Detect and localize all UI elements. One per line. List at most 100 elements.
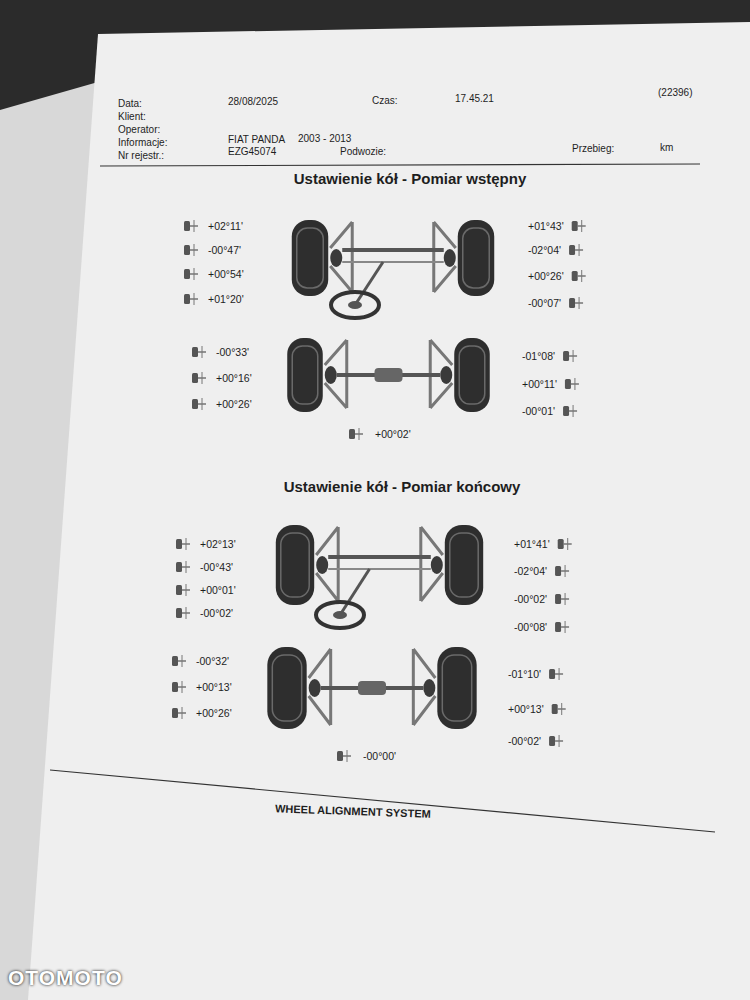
icon-wheel bbox=[555, 594, 561, 604]
icon-wheel bbox=[184, 294, 190, 304]
header-field: Przebieg: bbox=[572, 143, 614, 155]
angle-value: -00°08' bbox=[514, 621, 547, 633]
icon-wheel bbox=[184, 221, 190, 231]
icon-mark bbox=[573, 350, 574, 362]
icon-mark bbox=[182, 707, 183, 719]
icon-mark bbox=[359, 428, 360, 440]
angle-icon bbox=[555, 621, 569, 633]
axle-drawings bbox=[267, 220, 494, 729]
angle-value: -00°02' bbox=[514, 593, 547, 605]
footer-rule bbox=[50, 770, 715, 832]
icon-wheel bbox=[184, 245, 190, 255]
icon-mark bbox=[581, 270, 582, 282]
tire bbox=[292, 220, 328, 296]
angle-icon bbox=[184, 268, 198, 280]
icon-wheel bbox=[184, 269, 190, 279]
icon-wheel bbox=[569, 298, 575, 308]
icon-mark bbox=[194, 220, 195, 232]
angle-value: -00°02' bbox=[508, 735, 541, 747]
angle-icon bbox=[172, 681, 186, 693]
tire bbox=[458, 220, 494, 296]
paper-sheet bbox=[28, 22, 750, 1000]
tire bbox=[454, 338, 490, 412]
header-field: Informacje: bbox=[118, 137, 167, 149]
differential bbox=[375, 368, 403, 382]
angle-value: +00°26' bbox=[528, 270, 564, 282]
angle-icon bbox=[565, 378, 579, 390]
icon-mark bbox=[579, 244, 580, 256]
icon-mark bbox=[565, 565, 566, 577]
differential bbox=[358, 681, 386, 695]
tread bbox=[459, 346, 485, 404]
angle-icon bbox=[569, 297, 583, 309]
icon-wheel bbox=[176, 562, 182, 572]
angle-value: +00°26' bbox=[196, 707, 232, 719]
section-heading: Ustawienie kół - Pomiar końcowy bbox=[284, 478, 521, 495]
angle-icon bbox=[337, 750, 351, 762]
icon-mark bbox=[561, 703, 562, 715]
angle-value: +02°13' bbox=[200, 538, 236, 550]
angle-value: -02°04' bbox=[528, 244, 561, 256]
tire bbox=[267, 647, 306, 729]
angle-icon bbox=[572, 270, 586, 282]
icon-wheel bbox=[172, 682, 178, 692]
icon-wheel bbox=[555, 566, 561, 576]
icon-wheel bbox=[192, 373, 198, 383]
header-field: 28/08/2025 bbox=[228, 96, 278, 108]
header-field: Nr rejestr.: bbox=[118, 150, 164, 162]
icon-mark bbox=[202, 346, 203, 358]
angle-icon bbox=[184, 293, 198, 305]
angle-value: -00°07' bbox=[528, 297, 561, 309]
icon-mark bbox=[565, 621, 566, 633]
icon-mark bbox=[194, 268, 195, 280]
steering-hub bbox=[333, 611, 347, 619]
front-axle bbox=[276, 525, 483, 628]
hub bbox=[423, 679, 435, 697]
icon-wheel bbox=[572, 271, 578, 281]
angle-value: -00°43' bbox=[200, 561, 233, 573]
icon-mark bbox=[186, 561, 187, 573]
hub bbox=[444, 249, 456, 267]
angle-icon bbox=[349, 428, 363, 440]
angle-value: +00°13' bbox=[508, 703, 544, 715]
icon-mark bbox=[186, 538, 187, 550]
angle-value: -02°04' bbox=[514, 565, 547, 577]
header-field: Data: bbox=[118, 98, 142, 110]
steering-column bbox=[340, 569, 370, 615]
icon-wheel bbox=[569, 245, 575, 255]
icon-wheel bbox=[565, 379, 571, 389]
angle-value: +01°41' bbox=[514, 538, 550, 550]
hub bbox=[309, 679, 321, 697]
tread bbox=[450, 533, 478, 597]
angle-value: -01°08' bbox=[522, 350, 555, 362]
header-field: Podwozie: bbox=[340, 146, 386, 158]
header-rule bbox=[100, 164, 700, 166]
angle-value: -01°10' bbox=[508, 668, 541, 680]
icon-wheel bbox=[549, 736, 555, 746]
tire bbox=[287, 338, 323, 412]
angle-icon bbox=[176, 607, 190, 619]
header-field: (22396) bbox=[658, 87, 692, 99]
icon-mark bbox=[567, 538, 568, 550]
icon-wheel bbox=[192, 347, 198, 357]
angle-icon bbox=[192, 346, 206, 358]
header-field: EZG45074 bbox=[228, 146, 276, 158]
tie-rod bbox=[328, 568, 431, 570]
header-field: Klient: bbox=[118, 111, 146, 123]
angle-value: +02°11' bbox=[208, 220, 243, 232]
icon-mark bbox=[573, 405, 574, 417]
tread bbox=[281, 533, 309, 597]
icon-wheel bbox=[337, 751, 343, 761]
angle-value: +00°13' bbox=[196, 681, 232, 693]
steering-wheel bbox=[331, 292, 379, 318]
angle-value: +01°20' bbox=[208, 293, 244, 305]
icon-mark bbox=[574, 378, 575, 390]
angle-value: -00°32' bbox=[196, 655, 229, 667]
icon-mark bbox=[186, 607, 187, 619]
icon-wheel bbox=[549, 669, 555, 679]
icon-mark bbox=[559, 735, 560, 747]
angle-icon bbox=[176, 561, 190, 573]
angle-icon bbox=[555, 565, 569, 577]
angle-value: -00°02' bbox=[200, 607, 233, 619]
